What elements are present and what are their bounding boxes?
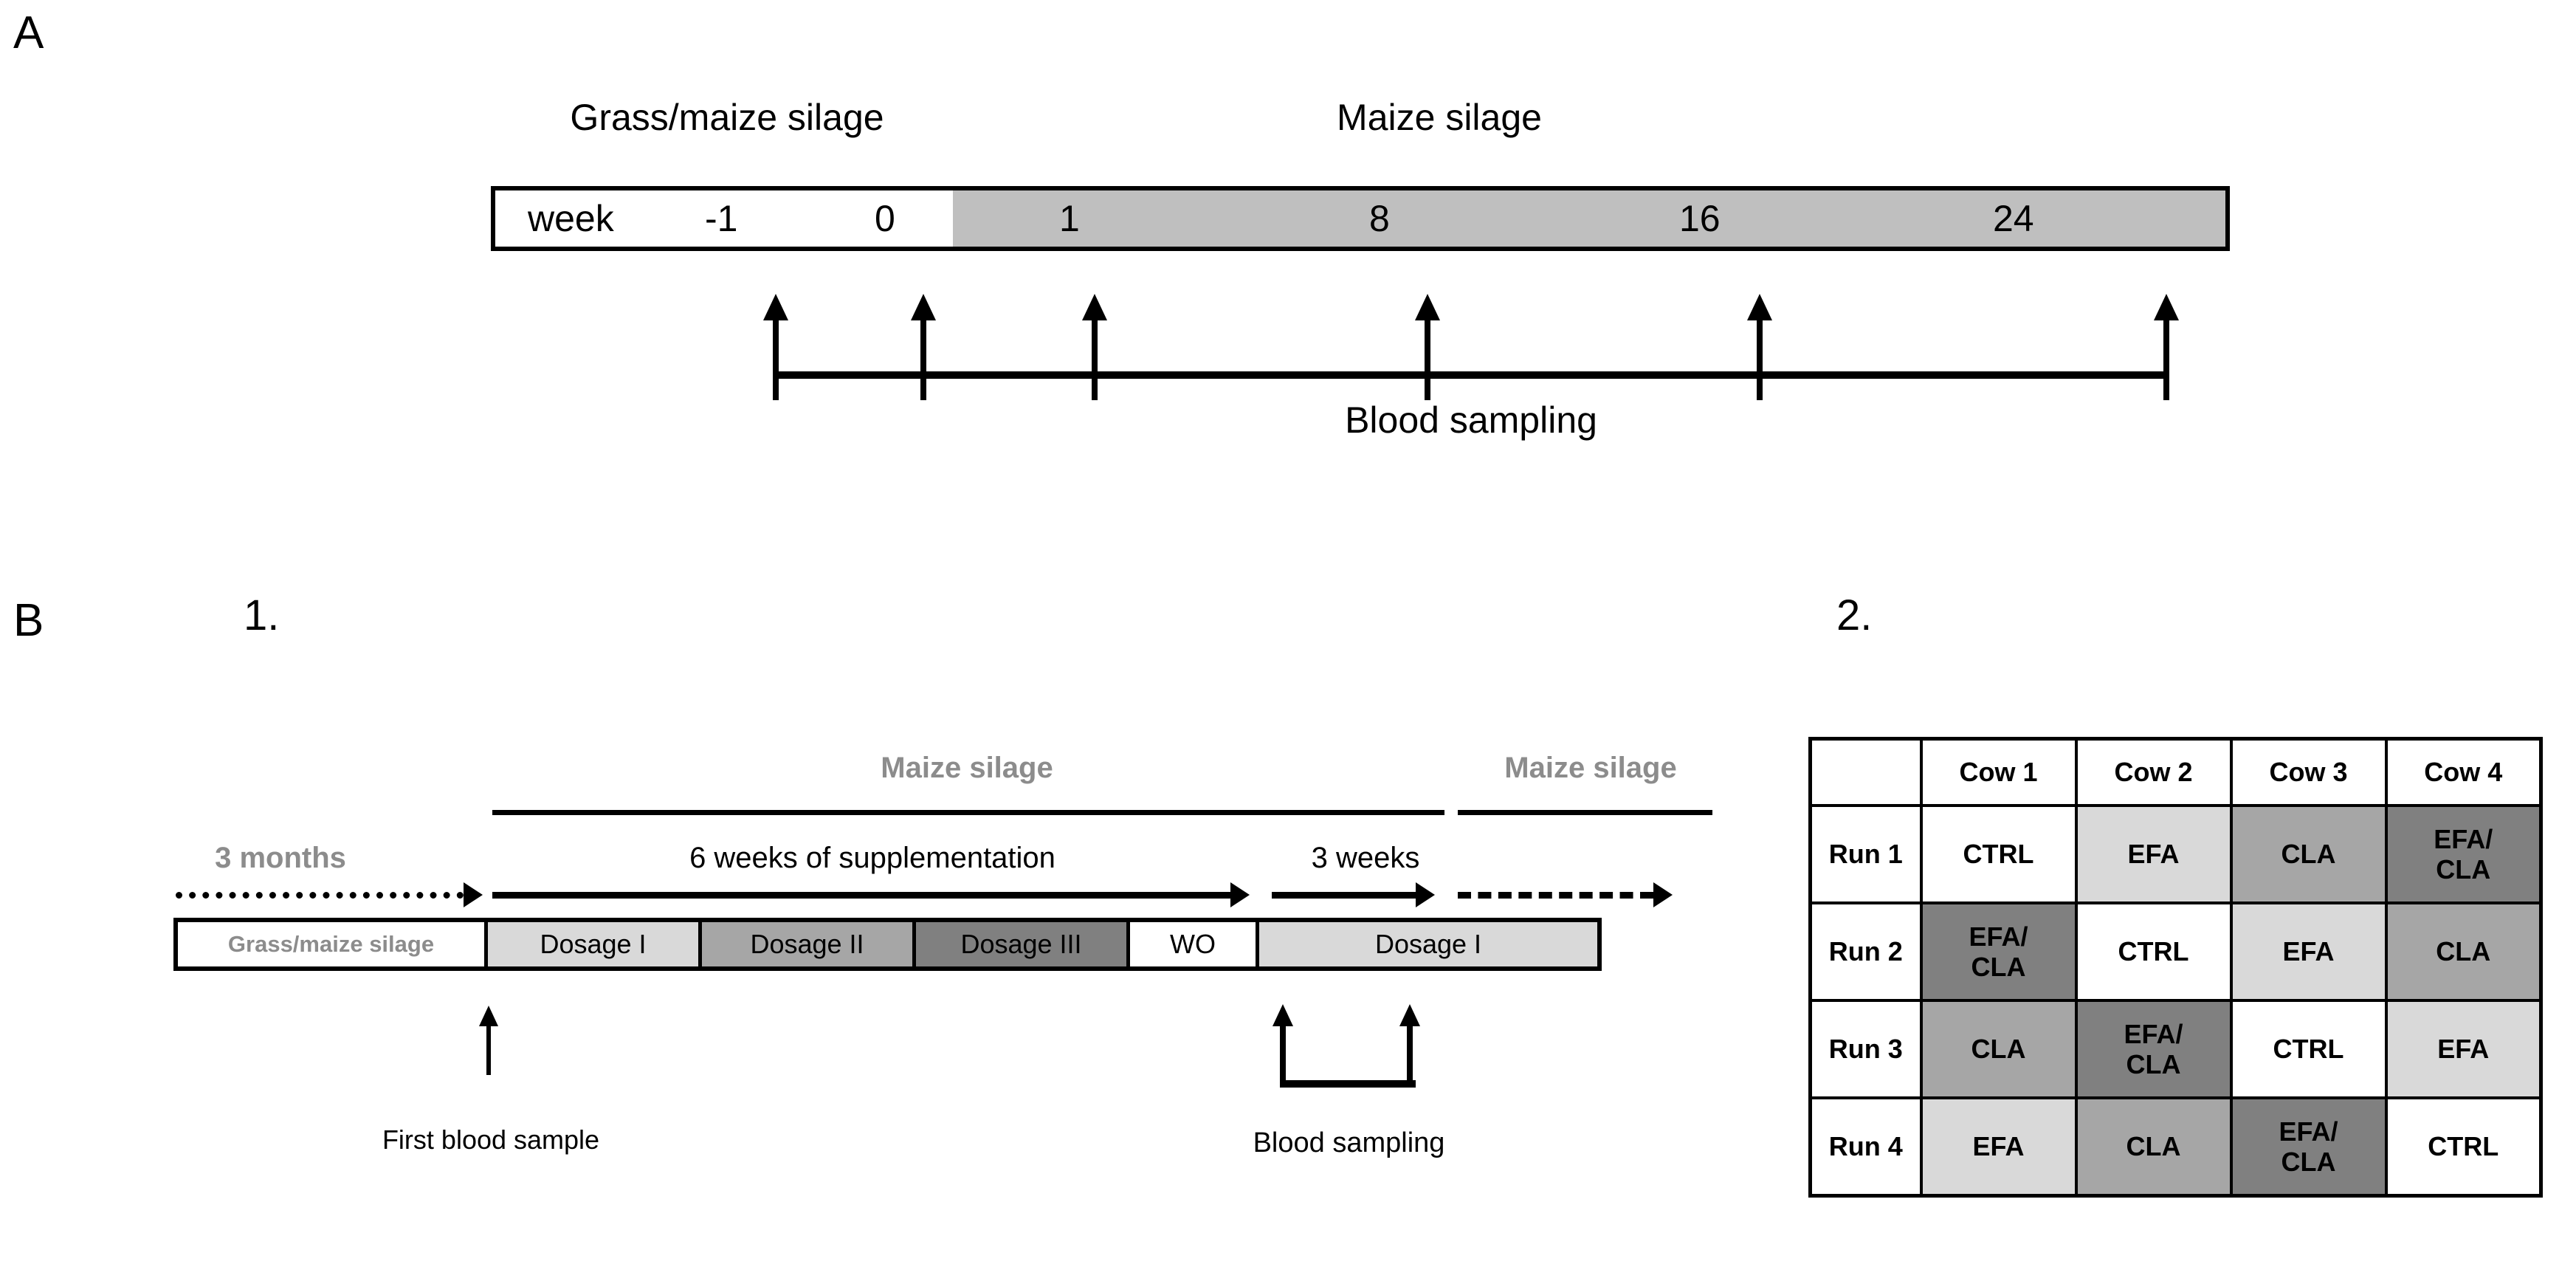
b1-arrow-head-followup <box>1653 882 1673 907</box>
panel-a-letter: A <box>13 7 44 58</box>
table-cell-run2-cow2: CTRL <box>2074 901 2233 1002</box>
table-cell-run1-cow1: CTRL <box>1919 804 2078 904</box>
table-cell-run4-cow2: CLA <box>2074 1096 2233 1198</box>
table-row: Run 1 CTRL EFA CLA EFA/CLA <box>1808 804 2543 904</box>
b1-arrow-head-3-months <box>464 882 483 907</box>
b1-arrow-head-3-weeks <box>1416 882 1435 907</box>
table-cell-run4-cow1: EFA <box>1919 1096 2078 1198</box>
timeline-a-week-label: week <box>528 198 614 239</box>
b1-arrow-line-followup <box>1458 892 1653 899</box>
table-row: Run 3 CLA EFA/CLA CTRL EFA <box>1808 999 2543 1099</box>
table-row-header-run-3: Run 3 <box>1808 999 1923 1099</box>
b1-maize-silage-rule-1 <box>492 810 1444 815</box>
b1-phase-label-3-weeks: 3 weeks <box>1311 842 1420 874</box>
sampling-connector-bar-a <box>773 371 2169 379</box>
b1-diet-label-maize-silage-2: Maize silage <box>1504 752 1677 784</box>
b1-diet-label-maize-silage-1: Maize silage <box>881 752 1053 784</box>
timeline-a-tick-24: 24 <box>1993 198 2034 239</box>
table-col-header-cow-4: Cow 4 <box>2384 737 2543 807</box>
timeline-a-tick-0: 0 <box>875 198 895 239</box>
table-cell-run1-cow3: CLA <box>2229 804 2388 904</box>
timeline-a-tick-8: 8 <box>1369 198 1390 239</box>
b1-annotation-first-blood-sample: First blood sample <box>382 1124 600 1155</box>
b1-segment-dosage-i-2: Dosage I <box>1259 922 1597 966</box>
b1-arrow-head-supplementation <box>1230 882 1250 907</box>
table-cell-run4-cow4: CTRL <box>2384 1096 2543 1198</box>
panel-b1-number: 1. <box>244 591 280 639</box>
b1-segment-dosage-ii: Dosage II <box>702 922 916 966</box>
table-cell-run3-cow4: EFA <box>2384 999 2543 1099</box>
b1-segment-dosage-i: Dosage I <box>488 922 702 966</box>
panel-b-letter: B <box>13 595 44 646</box>
table-col-header-cow-3: Cow 3 <box>2229 737 2388 807</box>
table-cell-run2-cow1: EFA/CLA <box>1919 901 2078 1002</box>
table-corner-cell <box>1808 737 1923 807</box>
table-cell-run3-cow3: CTRL <box>2229 999 2388 1099</box>
b1-dosage-timeline: Grass/maize silage Dosage I Dosage II Do… <box>173 918 1602 971</box>
table-cell-run2-cow3: EFA <box>2229 901 2388 1002</box>
panel-a-timeline <box>491 186 2230 251</box>
table-cell-run2-cow4: CLA <box>2384 901 2543 1002</box>
table-row-header-run-1: Run 1 <box>1808 804 1923 904</box>
table-cell-run4-cow3: EFA/CLA <box>2229 1096 2388 1198</box>
panel-b2-number: 2. <box>1836 591 1873 639</box>
table-row-header-run-4: Run 4 <box>1808 1096 1923 1198</box>
table-col-header-cow-1: Cow 1 <box>1919 737 2078 807</box>
timeline-a-tick-16: 16 <box>1679 198 1721 239</box>
table-cell-run3-cow2: EFA/CLA <box>2074 999 2233 1099</box>
table-row: Run 4 EFA CLA EFA/CLA CTRL <box>1808 1096 2543 1198</box>
timeline-a-segment-maize <box>953 190 2225 247</box>
b1-annotation-blood-sampling: Blood sampling <box>1253 1127 1445 1158</box>
b1-arrow-line-supplementation <box>492 892 1230 899</box>
diet-label-maize-silage: Maize silage <box>1337 97 1542 138</box>
table-header-row: Cow 1 Cow 2 Cow 3 Cow 4 <box>1808 737 2543 807</box>
b1-phase-label-3-months: 3 months <box>215 842 346 874</box>
run-allocation-table: Cow 1 Cow 2 Cow 3 Cow 4 Run 1 CTRL EFA C… <box>1808 737 2543 1198</box>
table-row-header-run-2: Run 2 <box>1808 901 1923 1002</box>
diet-label-grass-maize-silage: Grass/maize silage <box>570 97 884 138</box>
b1-segment-dosage-iii: Dosage III <box>916 922 1130 966</box>
table-row: Run 2 EFA/CLA CTRL EFA CLA <box>1808 901 2543 1002</box>
table-cell-run3-cow1: CLA <box>1919 999 2078 1099</box>
b1-blood-sampling-connector <box>1280 1080 1416 1088</box>
panel-a-sampling-caption: Blood sampling <box>1345 399 1597 441</box>
table-cell-run1-cow4: EFA/CLA <box>2384 804 2543 904</box>
timeline-a-tick-1: 1 <box>1059 198 1080 239</box>
timeline-a-segment-grass-maize <box>495 190 953 247</box>
timeline-a-tick--1: -1 <box>705 198 738 239</box>
b1-segment-wo: WO <box>1130 922 1259 966</box>
b1-segment-grass-maize-silage: Grass/maize silage <box>178 922 488 966</box>
b1-arrow-line-3-months <box>176 892 464 899</box>
table-cell-run1-cow2: EFA <box>2074 804 2233 904</box>
b1-maize-silage-rule-2 <box>1458 810 1712 815</box>
table-col-header-cow-2: Cow 2 <box>2074 737 2233 807</box>
b1-phase-label-6-weeks: 6 weeks of supplementation <box>689 842 1055 874</box>
b1-arrow-line-3-weeks <box>1272 892 1416 899</box>
